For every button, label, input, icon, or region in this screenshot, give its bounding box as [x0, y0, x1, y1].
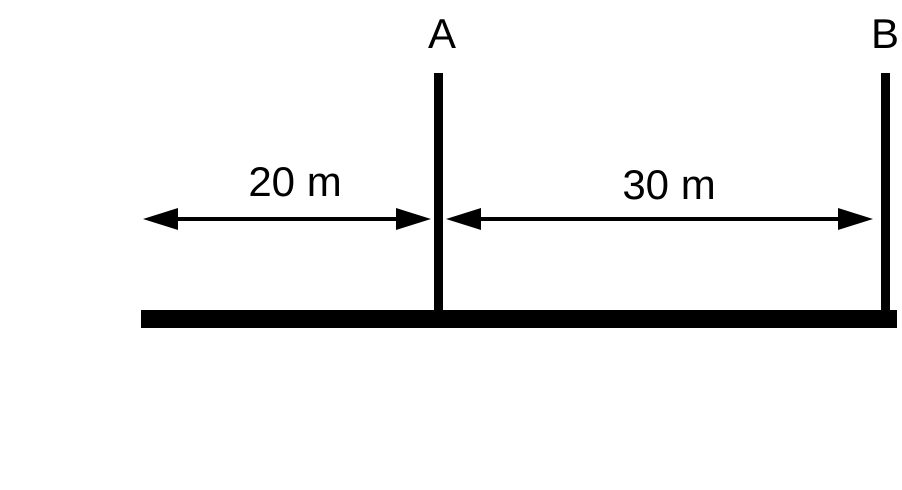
pole-a — [434, 73, 443, 313]
dimension-arrow-right — [446, 208, 873, 230]
distance-left-label: 20 m — [248, 158, 341, 205]
dimension-arrow-left — [143, 208, 431, 230]
arrowhead-right-end — [838, 208, 873, 230]
arrowhead-left-end — [396, 208, 431, 230]
pole-a-label: A — [428, 10, 456, 57]
ground-line — [141, 310, 897, 328]
pole-b — [881, 73, 890, 313]
arrowhead-right-start — [446, 208, 481, 230]
distance-right-label: 30 m — [622, 161, 715, 208]
arrowhead-left-start — [143, 208, 178, 230]
pole-b-label: B — [871, 10, 899, 57]
